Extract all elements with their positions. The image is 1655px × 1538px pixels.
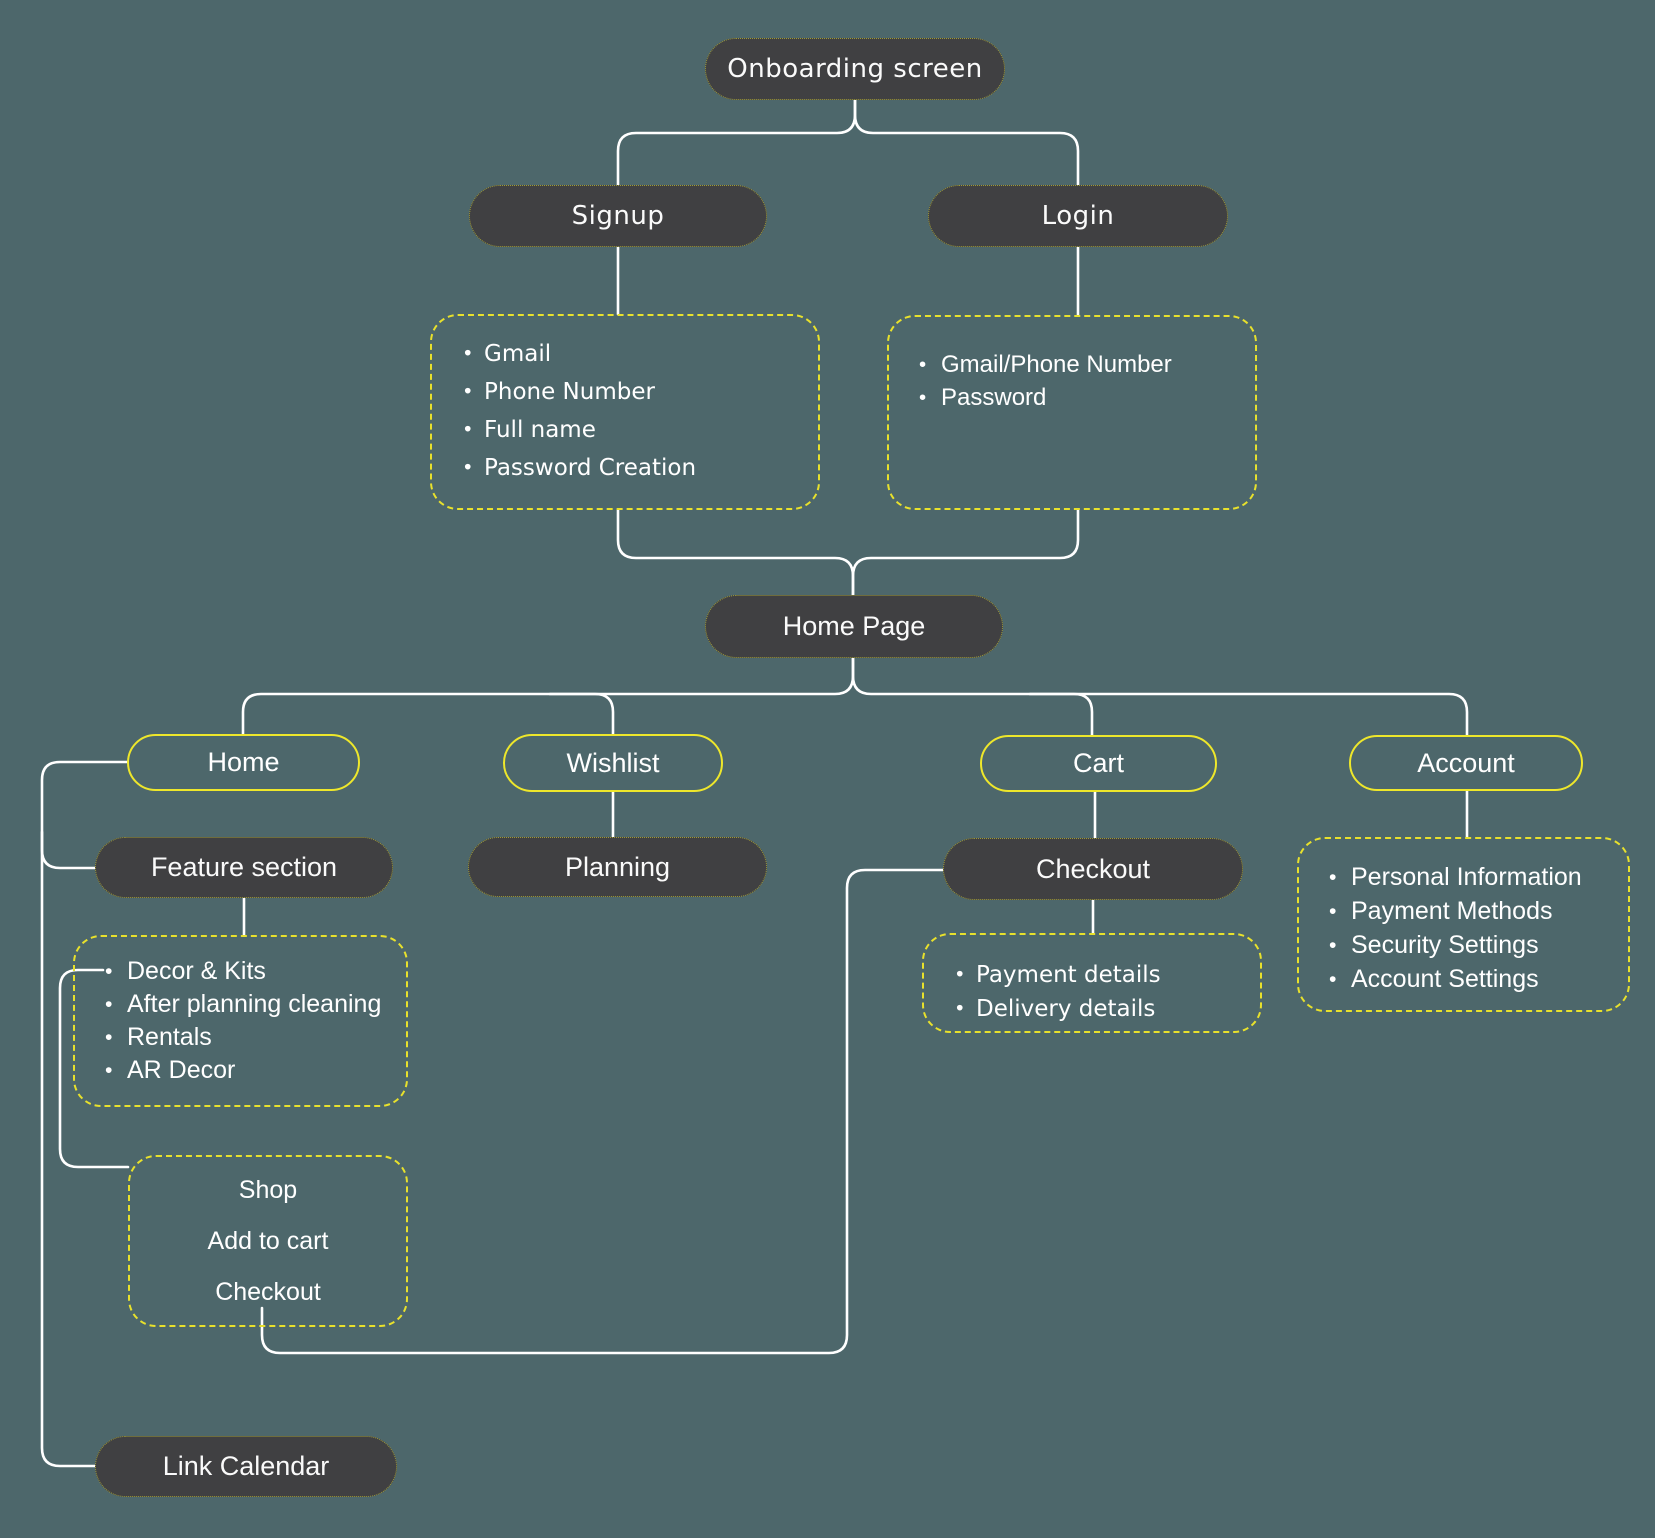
list-item: Decor & Kits (105, 957, 394, 985)
node-checkout: Checkout (943, 838, 1243, 900)
list-item: Security Settings (1329, 931, 1616, 959)
list-item: Personal Information (1329, 863, 1616, 891)
node-label: Home Page (782, 611, 926, 641)
node-label: Account (1417, 747, 1515, 778)
checkout-details-list: Payment detailsDelivery details (924, 935, 1260, 1023)
node-label: Checkout (1035, 853, 1151, 884)
connector-onboarding-signup (616, 98, 857, 187)
connector-homepage-account (851, 656, 1469, 737)
connector-rail-featuresection (40, 830, 97, 870)
list-item: After planning cleaning (105, 990, 394, 1018)
list-item: Payment Methods (1329, 897, 1616, 925)
box-checkout-details: Payment detailsDelivery details (922, 933, 1262, 1033)
connector-homepage-wishlist (548, 692, 615, 736)
connector-signupfields-homepage (616, 508, 855, 597)
node-label: Feature section (150, 852, 338, 882)
box-home-features: Decor & KitsAfter planning cleaningRenta… (73, 935, 408, 1107)
node-onboarding-screen: Onboarding screen (705, 38, 1005, 100)
account-details-list: Personal InformationPayment MethodsSecur… (1299, 839, 1628, 993)
list-item: Payment details (954, 961, 1248, 989)
connector-shopcheckout-checkout (260, 868, 945, 1355)
connector-home-linkcalendar (40, 760, 129, 1468)
node-label: Cart (1072, 748, 1124, 778)
node-planning: Planning (468, 837, 767, 897)
connector-homepage-home (241, 656, 855, 736)
list-item: Rentals (105, 1023, 394, 1051)
node-label: Link Calendar (162, 1451, 330, 1481)
box-signup-fields: GmailPhone NumberFull namePassword Creat… (430, 314, 820, 510)
node-wishlist-tab: Wishlist (503, 734, 723, 792)
list-item: Password (919, 384, 1243, 412)
list-item: AR Decor (105, 1056, 394, 1084)
connector-homepage-cart (1028, 692, 1094, 737)
list-item: Gmail/Phone Number (919, 351, 1243, 379)
node-home-page: Home Page (705, 595, 1003, 658)
node-home-tab: Home (127, 734, 360, 791)
list-item: Account Settings (1329, 965, 1616, 993)
list-item: Phone Number (462, 378, 806, 406)
node-login: Login (928, 185, 1228, 247)
node-account-tab: Account (1349, 735, 1583, 791)
node-label: Signup (571, 201, 665, 231)
node-label: Wishlist (566, 747, 660, 778)
box-account-details: Personal InformationPayment MethodsSecur… (1297, 837, 1630, 1012)
connector-loginfields-homepage (851, 508, 1080, 597)
list-item: Delivery details (954, 995, 1248, 1023)
node-label: Planning (564, 851, 671, 882)
list-item: Checkout (215, 1278, 321, 1306)
home-features-list: Decor & KitsAfter planning cleaningRenta… (75, 937, 406, 1084)
signup-fields-list: GmailPhone NumberFull namePassword Creat… (432, 316, 818, 482)
node-signup: Signup (469, 185, 767, 247)
login-fields-list: Gmail/Phone NumberPassword (889, 317, 1255, 412)
node-label: Login (1041, 201, 1115, 231)
node-cart-tab: Cart (980, 735, 1217, 792)
connector-onboarding-login (853, 98, 1080, 187)
list-item: Shop (238, 1176, 298, 1204)
box-login-fields: Gmail/Phone NumberPassword (887, 315, 1257, 510)
node-label: Home (207, 747, 280, 777)
connector-decorkits-shopbox (58, 968, 130, 1169)
node-feature-section: Feature section (95, 837, 393, 898)
node-label: Onboarding screen (727, 54, 983, 84)
list-item: Full name (462, 416, 806, 444)
node-link-calendar: Link Calendar (95, 1436, 397, 1497)
list-item: Add to cart (207, 1227, 329, 1255)
list-item: Password Creation (462, 454, 806, 482)
list-item: Gmail (462, 340, 806, 368)
